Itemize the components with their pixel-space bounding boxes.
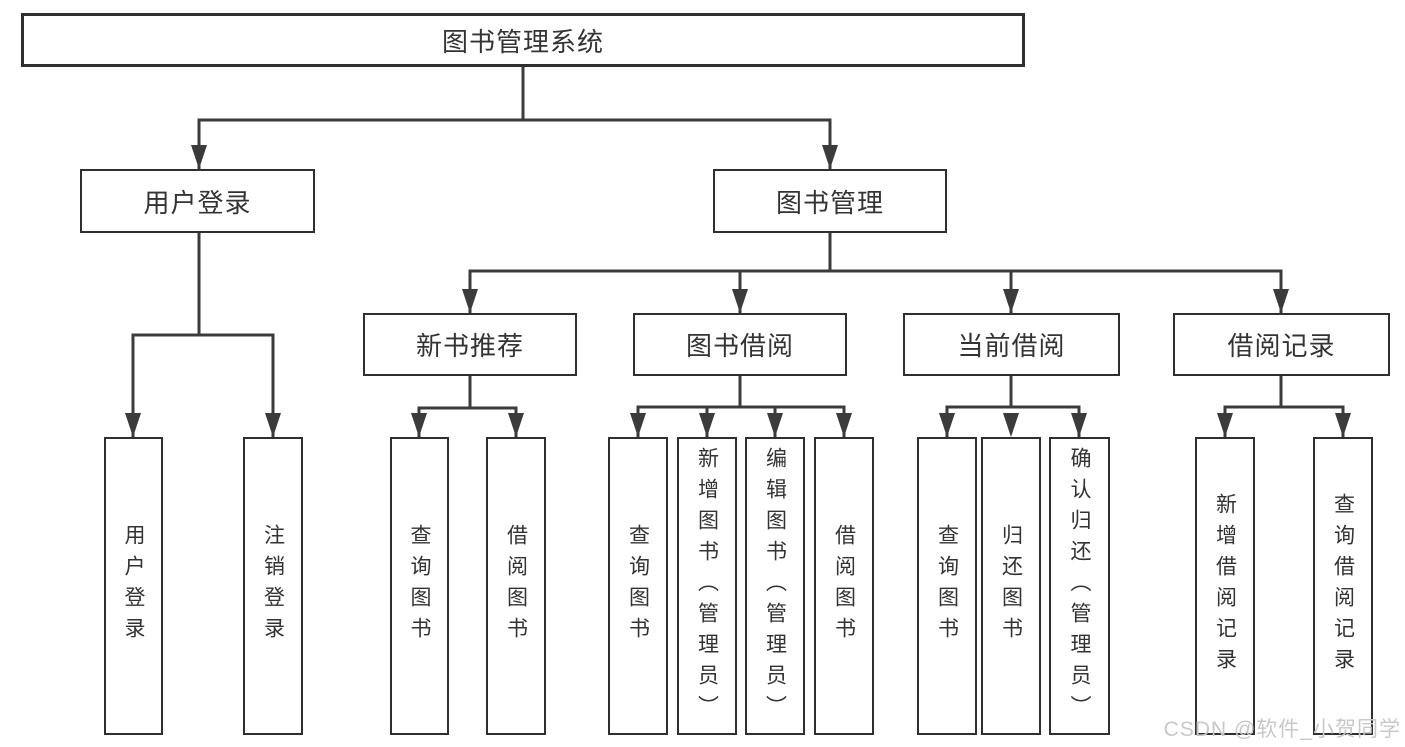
node-label: 图书管理 xyxy=(775,187,884,218)
node-label: 图书借阅 xyxy=(685,331,794,361)
node-label: 借阅图书 xyxy=(504,524,528,648)
csdn-watermark: CSDN @软件_小贺同学 xyxy=(1163,718,1401,741)
node-label: 用户登录 xyxy=(122,524,145,648)
node-leaf-query-borrow-record: 查询借阅记录 xyxy=(1313,437,1373,735)
node-label: 图书管理系统 xyxy=(441,26,604,57)
edge-root-to-level2 xyxy=(197,67,832,169)
node-book-borrowing: 图书借阅 xyxy=(633,313,847,376)
node-leaf-query-books-1: 查询图书 xyxy=(390,437,449,735)
node-leaf-user-login: 用户登录 xyxy=(104,437,163,735)
node-label: 编辑图书（管理员） xyxy=(763,446,787,726)
node-book-management: 图书管理 xyxy=(713,169,947,233)
node-leaf-return-books: 归还图书 xyxy=(981,437,1041,735)
node-label: 借阅记录 xyxy=(1227,331,1336,361)
node-borrowing-records: 借阅记录 xyxy=(1173,313,1390,376)
node-leaf-edit-books-admin: 编辑图书（管理员） xyxy=(745,437,805,735)
node-current-borrowing: 当前借阅 xyxy=(903,313,1120,376)
node-label: 查询借阅记录 xyxy=(1331,493,1355,679)
node-leaf-logout: 注销登录 xyxy=(243,437,303,735)
node-leaf-borrow-books-1: 借阅图书 xyxy=(486,437,546,735)
edge-bookmgmt-to-level3 xyxy=(468,233,1283,313)
edge-userlogin-to-leaves xyxy=(131,233,275,437)
node-label: 当前借阅 xyxy=(957,331,1066,361)
node-user-login: 用户登录 xyxy=(80,169,315,233)
node-library-management-system: 图书管理系统 xyxy=(21,13,1025,67)
node-label: 查询图书 xyxy=(626,524,650,648)
node-leaf-confirm-return-admin: 确认归还（管理员） xyxy=(1049,437,1110,735)
edge-newbookrec-to-leaves xyxy=(417,376,518,437)
node-label: 用户登录 xyxy=(143,187,252,218)
node-label: 查询图书 xyxy=(408,524,431,648)
arrowheads xyxy=(125,145,1351,437)
node-label: 归还图书 xyxy=(999,524,1023,648)
node-label: 查询图书 xyxy=(935,524,959,648)
node-label: 注销登录 xyxy=(261,524,285,648)
node-leaf-query-books-3: 查询图书 xyxy=(917,437,977,735)
node-label: 确认归还（管理员） xyxy=(1068,446,1091,726)
node-label: 新增借阅记录 xyxy=(1213,493,1237,679)
node-leaf-add-borrow-record: 新增借阅记录 xyxy=(1195,437,1255,735)
node-leaf-query-books-2: 查询图书 xyxy=(608,437,668,735)
node-leaf-borrow-books-2: 借阅图书 xyxy=(814,437,874,735)
node-leaf-add-books-admin: 新增图书（管理员） xyxy=(677,437,737,735)
node-label: 新增图书（管理员） xyxy=(695,446,719,726)
node-label: 新书推荐 xyxy=(415,331,524,361)
edge-borrowrecords-to-leaves xyxy=(1223,376,1345,437)
node-label: 借阅图书 xyxy=(832,524,856,648)
node-new-book-recommendation: 新书推荐 xyxy=(363,313,577,376)
edge-bookborrow-to-leaves xyxy=(636,376,846,437)
